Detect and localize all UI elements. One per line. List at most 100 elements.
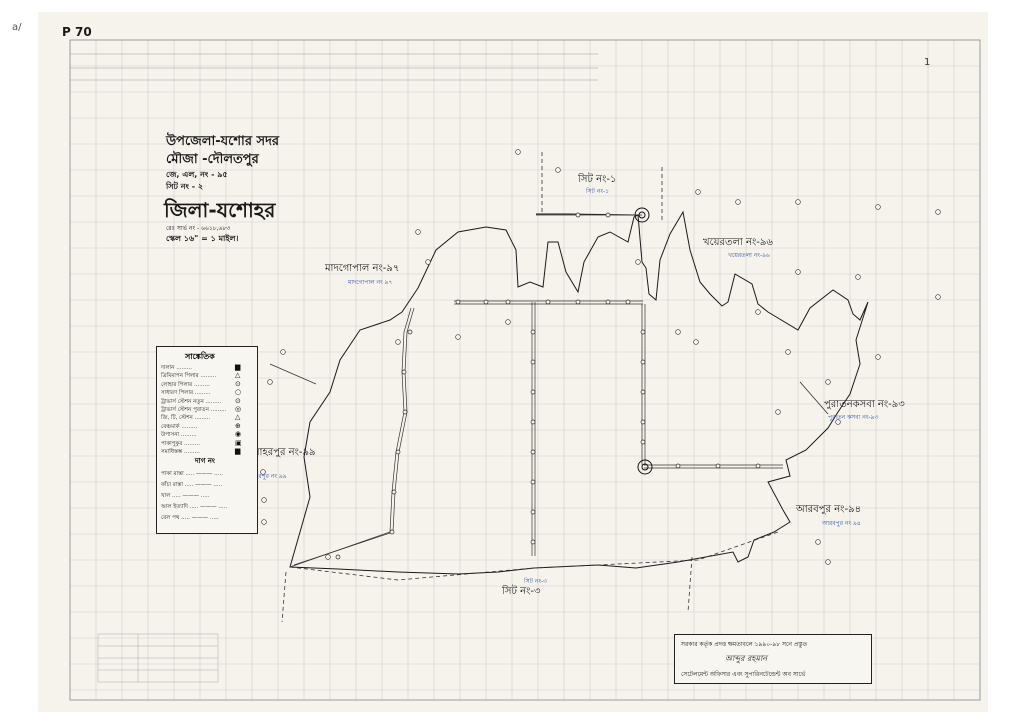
sheet-code: P 70 xyxy=(62,25,92,39)
legend-item: সাধারণ পিলার ......... xyxy=(161,390,211,397)
neighbor-madhgopal: মাদগোপাল নং-৯৭ xyxy=(325,263,400,274)
station-marker xyxy=(261,497,267,503)
sheet-ref-top-sub: সিট নং-১ xyxy=(586,188,610,195)
station-marker xyxy=(555,167,561,173)
station-marker xyxy=(389,529,395,535)
station-marker xyxy=(395,449,401,455)
station-marker xyxy=(575,299,581,305)
station-marker xyxy=(825,559,831,565)
station-marker xyxy=(530,329,536,335)
dag-item: খাল ..... ——— ..... xyxy=(161,493,210,499)
station-marker xyxy=(755,309,761,315)
station-marker xyxy=(755,463,761,469)
mouza-boundary xyxy=(289,210,869,575)
station-marker xyxy=(935,209,941,215)
traverse-stations xyxy=(335,212,761,560)
station-marker xyxy=(640,439,646,445)
station-marker xyxy=(785,349,791,355)
neighbor-arabpur: আরবপুর নং-৯৪ xyxy=(796,504,862,515)
station-marker xyxy=(402,409,408,415)
legend-item: লোহার পিলার ......... xyxy=(161,381,210,388)
sheet-join-line xyxy=(289,531,779,581)
neighbor-manoharpur: মনোহরপুর নং-৯৯ xyxy=(244,447,316,458)
station-marker xyxy=(267,379,273,385)
legend-symbol: ◉ xyxy=(235,430,242,439)
station-marker xyxy=(640,329,646,335)
station-marker xyxy=(391,489,397,495)
map-frame xyxy=(69,39,981,701)
survey-number: রেঃ সার্ভ নং - ৬৬১৮,৬৮৩ xyxy=(166,225,231,232)
station-marker xyxy=(855,274,861,280)
station-marker xyxy=(795,199,801,205)
control-points xyxy=(260,149,941,565)
sheet-join-bottom-left xyxy=(281,571,287,623)
station-marker xyxy=(675,463,681,469)
junction-markers xyxy=(634,207,653,475)
legend-item: দালান ......... xyxy=(161,365,192,371)
dag-item: আল ইত্যাদি ..... ——— ..... xyxy=(161,504,228,510)
station-marker xyxy=(530,509,536,515)
station-marker xyxy=(545,299,551,305)
station-marker xyxy=(530,359,536,365)
legend-symbol: ▣ xyxy=(235,438,242,447)
legend-symbol: ◎ xyxy=(235,405,242,413)
legend-box: সাঙ্কেতিক দালান ......... ▆ ত্রিমিমাপন পিল… xyxy=(156,346,258,534)
legend-item: জি, টি, স্টেশন ......... xyxy=(161,415,211,422)
station-marker xyxy=(875,354,881,360)
neighbor-khayertala-sub: খয়েরতলা নং-৯৬ xyxy=(728,252,770,259)
neighbor-puratankasba-sub: পুরাতন কসবা নং-৯৩ xyxy=(828,414,879,421)
station-marker xyxy=(530,539,536,545)
station-marker xyxy=(415,229,421,235)
legend-symbol: △ xyxy=(235,371,241,380)
dag-item: পাকা রাস্তা ..... ——— ..... xyxy=(161,471,223,477)
station-marker xyxy=(455,299,461,305)
certificate-signature: আব্দুর রহমান xyxy=(725,654,768,663)
legend-item: সমাধিস্তম্ভ ......... xyxy=(161,449,200,455)
station-marker xyxy=(605,299,611,305)
station-marker xyxy=(625,299,631,305)
station-marker xyxy=(425,259,431,265)
station-marker xyxy=(261,519,267,525)
station-marker xyxy=(575,212,581,218)
station-marker xyxy=(530,479,536,485)
station-marker xyxy=(635,259,641,265)
station-marker xyxy=(640,419,646,425)
station-marker xyxy=(735,199,741,205)
district-title: জিলা-যশোহর xyxy=(164,198,276,222)
neighbor-puratankasba: পুরাতনকসবা নং-৯৩ xyxy=(824,399,905,410)
station-marker xyxy=(815,539,821,545)
station-marker xyxy=(395,339,401,345)
station-marker xyxy=(795,269,801,275)
legend-symbol: ▆ xyxy=(235,447,241,455)
station-marker xyxy=(530,419,536,425)
station-marker xyxy=(401,369,407,375)
station-marker xyxy=(835,419,841,425)
sheet-ref-bottom-sub: সিট নং-৩ xyxy=(524,578,548,585)
external-lines xyxy=(269,363,829,415)
upazila-title: উপজেলা-যশোর সদর xyxy=(166,134,280,149)
sheet-number: সিট নং - ২ xyxy=(166,182,204,191)
legend-title: সাঙ্কেতিক xyxy=(185,352,215,361)
certificate-line-3: সেটেলমেন্ট অফিসার এবং সুপারিনটেন্ডেন্ট অ… xyxy=(681,671,806,678)
station-marker xyxy=(530,389,536,395)
station-marker xyxy=(455,334,461,340)
sheet-ref-bottom: সিট নং-৩ xyxy=(502,586,541,597)
legend-symbol: ⊙ xyxy=(235,396,241,405)
legend-symbol: ⊙ xyxy=(235,379,241,388)
station-marker xyxy=(775,409,781,415)
corner-mark: a/ xyxy=(12,22,22,33)
legend-item: ত্রিমিমাপন পিলার ......... xyxy=(161,373,217,380)
certificate-line-1: সরকার কর্তৃক প্রদত্ত ক্ষমতাবলে ১৯৯০-৯৮ স… xyxy=(681,641,808,648)
neighbor-manoharpur-sub: মনোহরপুর নং ৯৯ xyxy=(244,473,287,480)
station-marker xyxy=(640,389,646,395)
station-marker xyxy=(605,212,611,218)
mouza-title: মৌজা -দৌলতপুর xyxy=(166,152,259,167)
station-marker xyxy=(825,379,831,385)
legend-item: উপাসনা ......... xyxy=(161,432,197,439)
station-marker xyxy=(935,294,941,300)
margin-table xyxy=(97,633,219,683)
station-marker xyxy=(530,449,536,455)
station-marker xyxy=(715,463,721,469)
station-marker xyxy=(483,299,489,305)
neighbor-khayertala: খয়েরতলা নং-৯৬ xyxy=(703,237,773,248)
